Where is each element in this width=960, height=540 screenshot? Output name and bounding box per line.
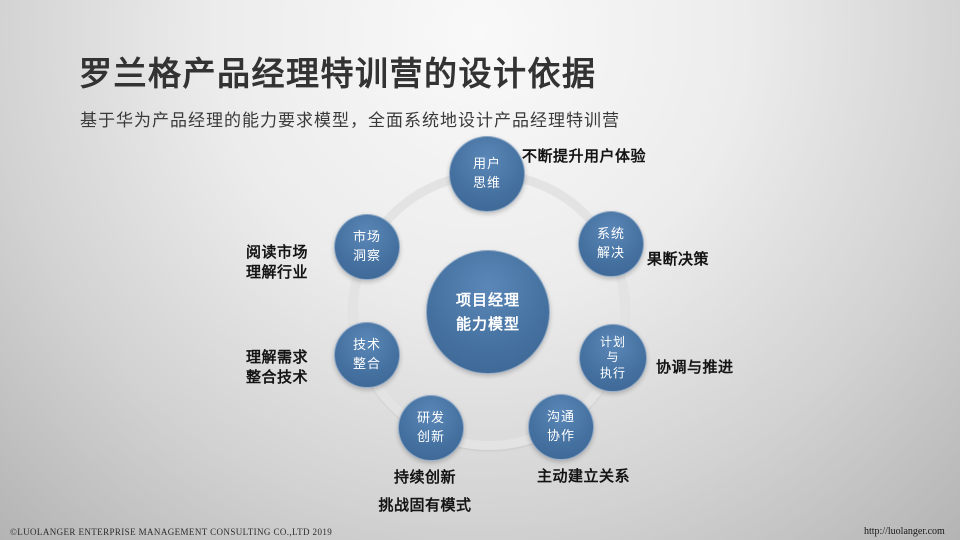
center-node-capability-model: 项目经理 能力模型 xyxy=(426,250,550,374)
footer-copyright: ©LUOLANGER ENTERPRISE MANAGEMENT CONSULT… xyxy=(10,527,333,537)
node-user-thinking-label: 用户 思维 xyxy=(472,156,501,192)
center-node-label: 项目经理 能力模型 xyxy=(455,291,520,333)
annotation-communication: 主动建立关系 xyxy=(537,467,631,485)
slide-subtitle: 基于华为产品经理的能力要求模型，全面系统地设计产品经理特训营 xyxy=(80,111,620,131)
node-communication-label: 沟通 协作 xyxy=(546,409,575,445)
node-market-insight-label: 市场 洞察 xyxy=(352,229,381,265)
footer-url-link[interactable]: http://luolanger.com xyxy=(864,526,945,537)
node-market-insight: 市场 洞察 xyxy=(334,214,400,280)
node-system-solving: 系统 解决 xyxy=(578,211,644,277)
page-title: 罗兰格产品经理特训营的设计依据 xyxy=(79,54,597,93)
node-system-solving-label: 系统 解决 xyxy=(596,226,625,262)
node-tech-integration-label: 技术 整合 xyxy=(352,337,381,373)
node-plan-execution-label: 计划 与 执行 xyxy=(599,334,626,380)
annotation-user-thinking: 不断提升用户体验 xyxy=(522,147,647,165)
annotation-tech-integration: 理解需求 整合技术 xyxy=(246,348,309,387)
node-rd-innovation-label: 研发 创新 xyxy=(416,410,445,446)
node-communication: 沟通 协作 xyxy=(528,394,594,460)
node-user-thinking: 用户 思维 xyxy=(449,136,525,212)
annotation-system-solving: 果断决策 xyxy=(647,250,710,268)
node-tech-integration: 技术 整合 xyxy=(334,322,400,388)
annotation-market-insight: 阅读市场 理解行业 xyxy=(246,243,309,282)
node-rd-innovation: 研发 创新 xyxy=(398,395,464,461)
annotation-plan-execution: 协调与推进 xyxy=(656,358,734,376)
annotation-rd-innovation: 持续创新 挑战固有模式 xyxy=(378,468,472,514)
node-plan-execution: 计划 与 执行 xyxy=(579,324,647,392)
